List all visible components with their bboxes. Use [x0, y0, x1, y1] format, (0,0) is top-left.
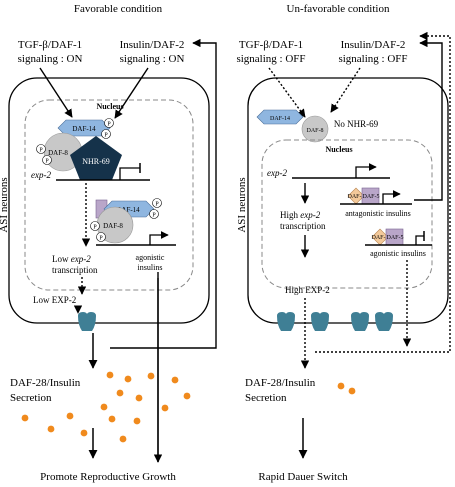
svg-text:P: P	[104, 133, 108, 139]
fav-insulin-dots	[21, 371, 191, 443]
fav-nhr69-shape	[70, 136, 122, 180]
fav-feedback-loop-arrow	[110, 38, 217, 349]
svg-text:DAF-14: DAF-14	[116, 206, 140, 214]
unfav-daf14-label: DAF-14	[270, 116, 290, 122]
unfavorable-title: Un-favorable condition	[287, 3, 390, 15]
fav-phospho-icon	[152, 198, 162, 208]
fav-agonistic-label-2: insulins	[138, 263, 163, 272]
fav-low-protein-label: Low EXP-2	[33, 295, 76, 305]
unfav-high-exp2-label: High exp-2	[280, 210, 321, 220]
fav-asi-neuron-cell	[8, 77, 210, 324]
unfav-daf3-label: DAF-3	[347, 194, 364, 200]
unfav-exp2-channel-icon	[375, 312, 393, 331]
unfav-daf8-shape	[301, 115, 329, 143]
svg-text:DAF-3: DAF-3	[371, 235, 388, 241]
unfav-cell-label: ASI neurons	[236, 177, 248, 232]
unfav-feedback-dotted-loop	[315, 31, 451, 353]
unfav-ins-label-2: signaling : OFF	[338, 53, 407, 65]
fav-exp2-channel-icon	[78, 312, 96, 331]
fav-agonistic-promoter-arrow	[149, 231, 169, 245]
unfav-exp2-promoter-arrow	[355, 163, 377, 178]
fav-daf14-label: DAF-14	[72, 125, 96, 133]
fav-nucleus	[24, 99, 194, 291]
fav-ins-arrow	[114, 67, 149, 119]
fav-phospho-icon	[96, 232, 106, 242]
fav-secretion-label-2: Secretion	[10, 392, 52, 404]
fav-low-exp2-label: Low exp-2	[52, 254, 91, 264]
svg-text:P: P	[39, 148, 43, 154]
svg-text:DAF-8: DAF-8	[103, 222, 123, 230]
fav-ins-label-2: signaling : ON	[120, 53, 185, 65]
unfav-agonistic-promoter	[415, 235, 424, 245]
unfav-daf5-label: DAF-5	[362, 194, 379, 200]
unfav-agonistic-label: agonistic insulins	[370, 249, 426, 258]
fav-cell-label: ASI neurons	[0, 177, 10, 232]
fav-phospho-icon	[101, 129, 111, 139]
fav-phospho-icon	[42, 155, 52, 165]
unfav-secretion-label-2: Secretion	[245, 392, 287, 404]
fav-daf8-label: DAF-8	[48, 149, 68, 157]
fav-tgf-label-2: signaling : ON	[18, 53, 83, 65]
fav-exp2-gene-label: exp-2	[31, 170, 51, 180]
fav-agonistic-label-1: agonistic	[136, 253, 165, 262]
unfav-asi-neuron-cell	[247, 77, 449, 324]
fav-nucleus-label: Nucleus	[96, 102, 123, 111]
unfav-nucleus-label: Nucleus	[325, 145, 352, 154]
fav-phospho-icon	[149, 209, 159, 219]
unfav-exp2-channel-icon	[351, 312, 369, 331]
unfav-high-protein-label: High EXP-2	[285, 285, 330, 295]
fav-nhr69-label: NHR-69	[82, 157, 110, 166]
fav-exp2-promoter	[119, 167, 140, 180]
fav-outcome-label: Promote Reproductive Growth	[40, 471, 176, 483]
svg-text:P: P	[45, 159, 49, 165]
svg-text:P: P	[93, 225, 97, 231]
unfav-exp2-channel-icon	[311, 312, 329, 331]
svg-text:P: P	[155, 202, 159, 208]
unfav-tgf-dotted-arrow	[268, 67, 306, 118]
unfav-antagonistic-label: antagonistic insulins	[345, 209, 411, 218]
unfav-antagonistic-feedback-arrow	[414, 38, 443, 201]
unfav-transcription-label: transcription	[280, 221, 326, 231]
svg-text:P: P	[99, 236, 103, 242]
svg-text:P: P	[152, 213, 156, 219]
unfav-secretion-label-1: DAF-28/Insulin	[245, 377, 316, 389]
unfav-tgf-label-1: TGF-β/DAF-1	[239, 39, 303, 51]
unfav-daf14-shape	[256, 109, 304, 125]
unfav-ins-label-1: Insulin/DAF-2	[341, 39, 406, 51]
fav-phospho-icon	[104, 118, 114, 128]
unfav-tgf-label-2: signaling : OFF	[236, 53, 305, 65]
unfav-exp2-channel-icon	[277, 312, 295, 331]
fav-secretion-label-1: DAF-28/Insulin	[10, 377, 81, 389]
unfav-ins-dotted-arrow	[330, 67, 361, 113]
fav-phospho-icon	[36, 144, 46, 154]
fav-tgf-label-1: TGF-β/DAF-1	[18, 39, 82, 51]
fav-tgf-arrow	[39, 67, 73, 118]
svg-text:P: P	[107, 122, 111, 128]
unfav-no-nhr69-label: No NHR-69	[334, 119, 379, 129]
unfav-outcome-label: Rapid Dauer Switch	[258, 471, 348, 483]
fav-phospho-icon	[90, 221, 100, 231]
unfav-antagonistic-promoter-arrow	[382, 190, 401, 204]
unfav-exp2-gene-label: exp-2	[267, 168, 287, 178]
unfav-nucleus	[261, 139, 433, 289]
fav-transcription-label: transcription	[52, 265, 98, 275]
svg-text:DAF-5: DAF-5	[386, 235, 403, 241]
unfav-daf8-label: DAF-8	[306, 128, 323, 134]
favorable-title: Favorable condition	[74, 3, 163, 15]
unfav-insulin-dots	[337, 382, 356, 395]
fav-ins-label-1: Insulin/DAF-2	[120, 39, 185, 51]
